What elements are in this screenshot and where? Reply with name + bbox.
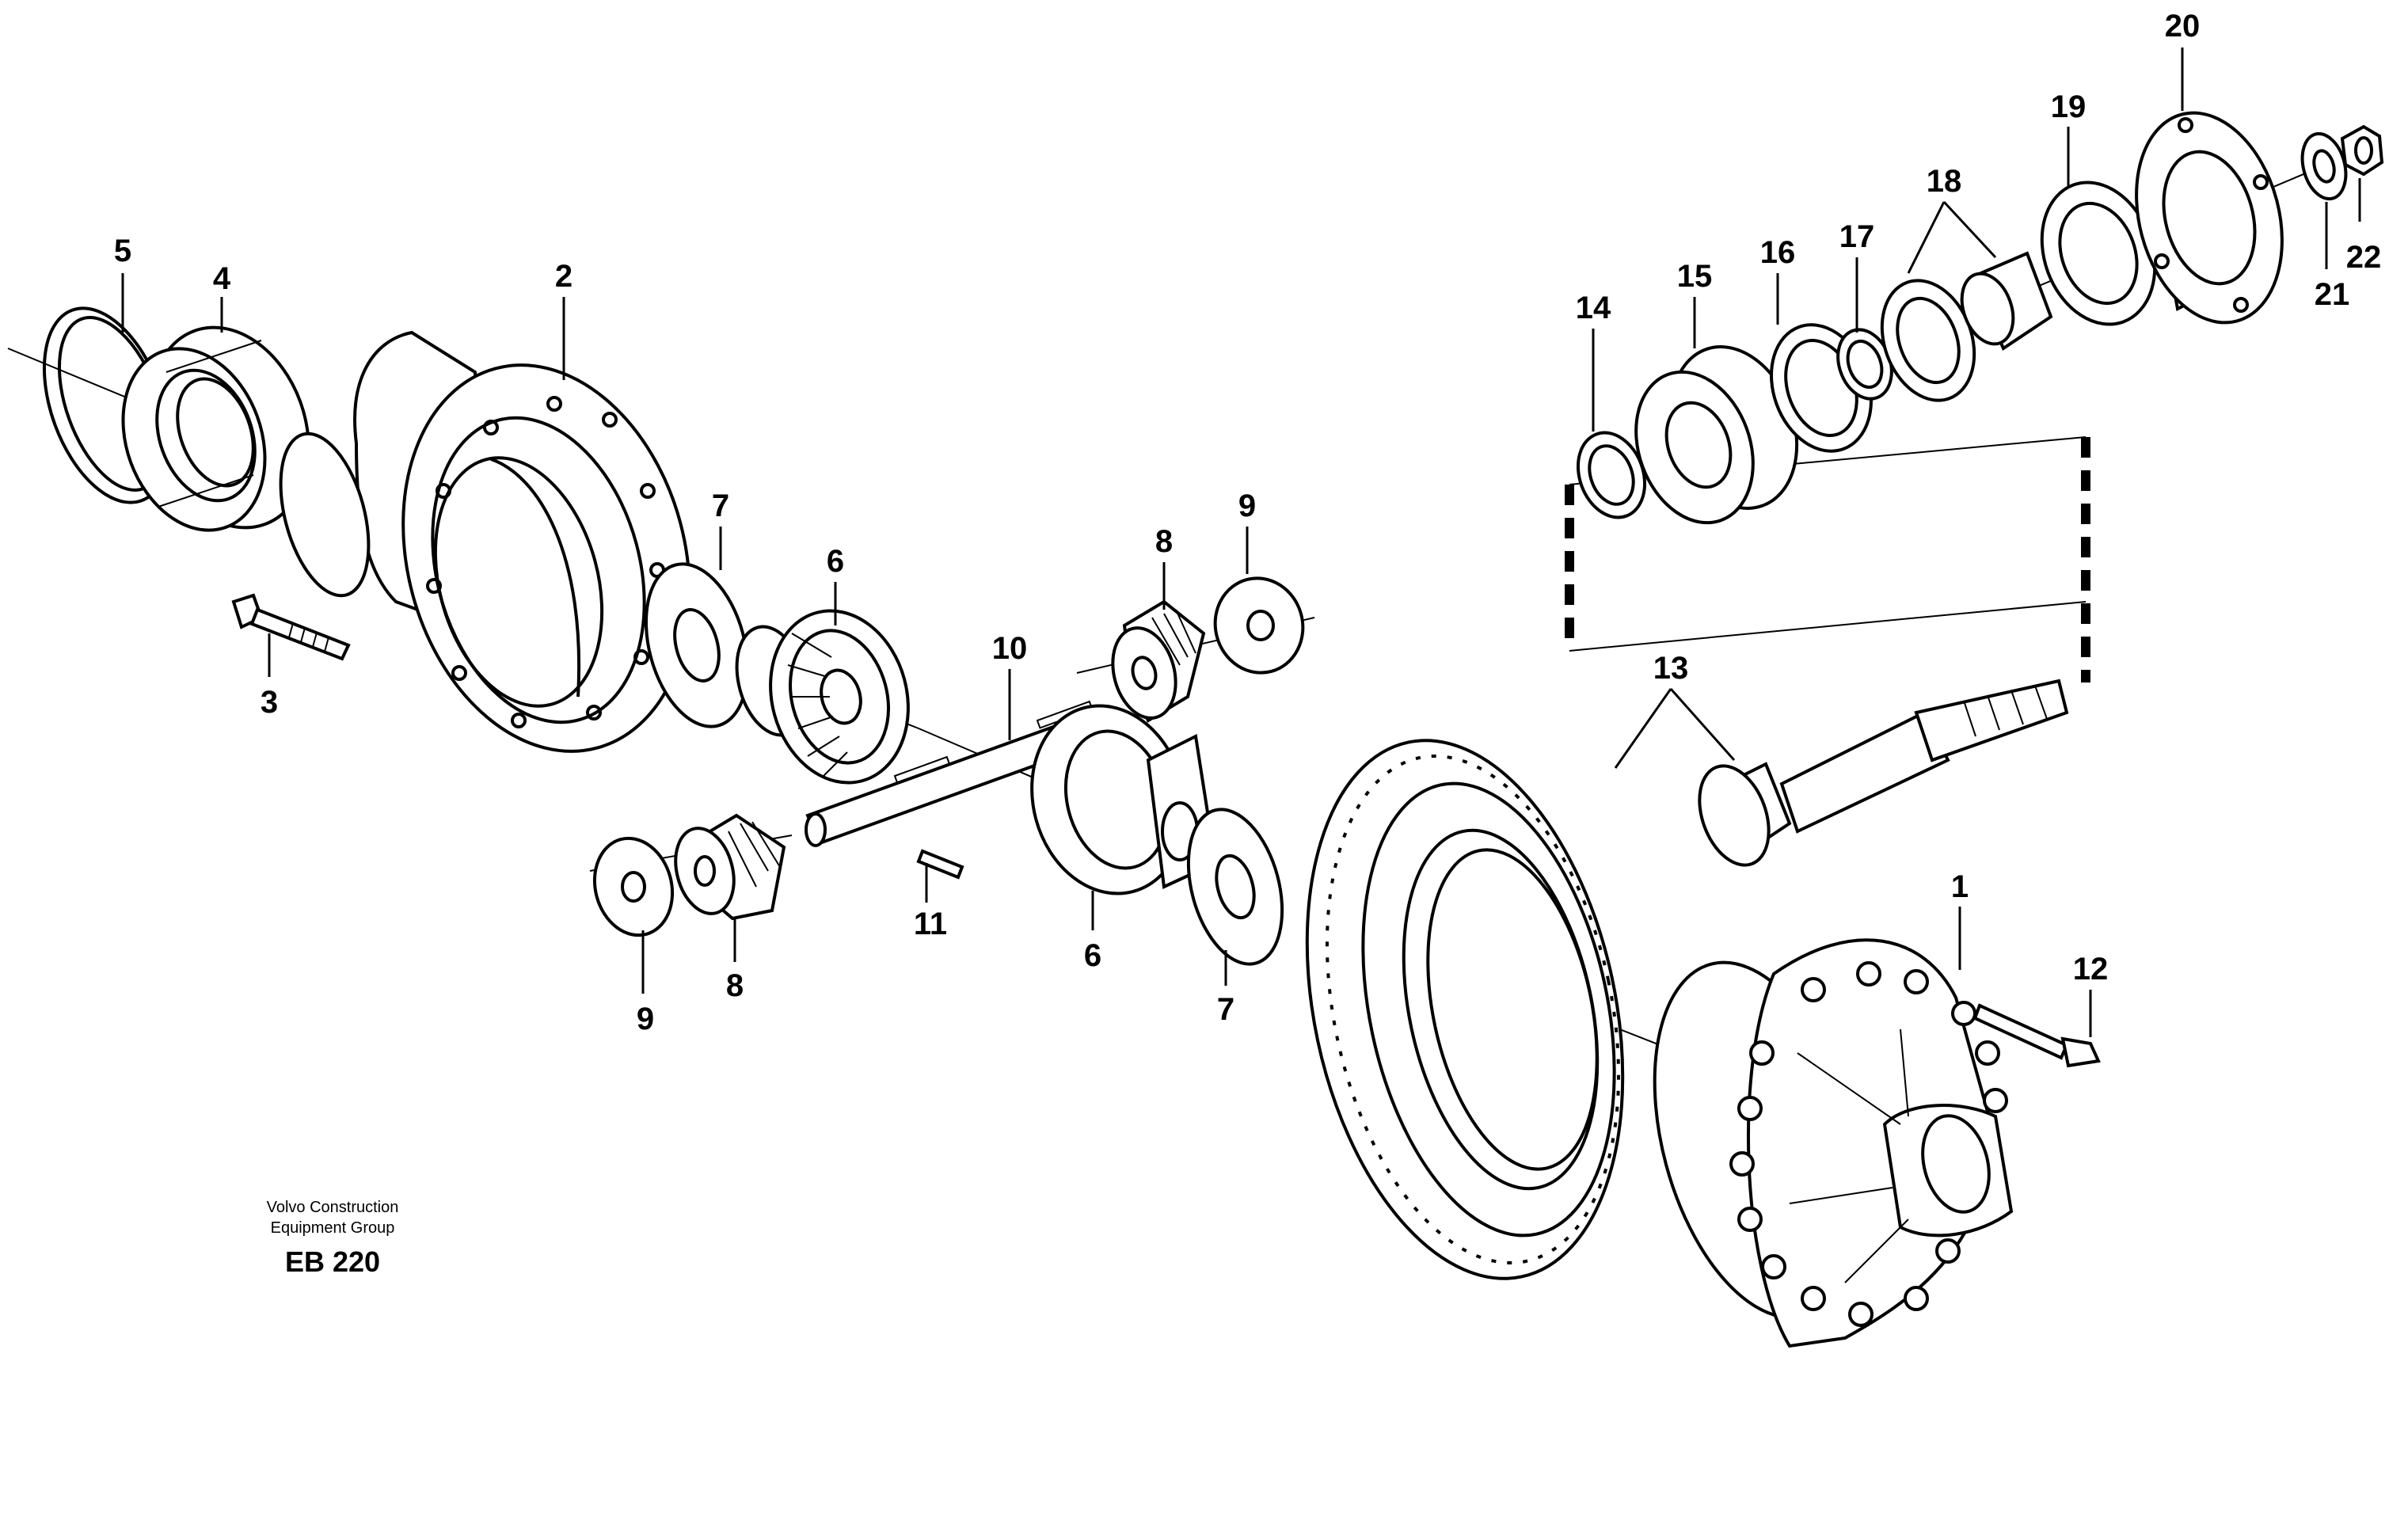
part-3-bolt	[231, 593, 351, 661]
callout-2: 2	[555, 259, 573, 294]
part-1-differential-case	[1653, 938, 2014, 1348]
part-20-companion-flange	[2135, 111, 2284, 325]
callout-9-lower: 9	[637, 1002, 654, 1036]
callout-18: 18	[1927, 164, 1962, 199]
callout-3: 3	[261, 685, 278, 720]
callout-10: 10	[992, 631, 1028, 666]
part-21-washer	[2300, 131, 2348, 201]
publisher-line-2: Equipment Group	[270, 1219, 395, 1237]
callout-12: 12	[2073, 952, 2109, 987]
callout-4: 4	[213, 261, 231, 296]
callout-22: 22	[2346, 240, 2382, 275]
callout-21: 21	[2315, 277, 2350, 312]
callout-8-lower: 8	[726, 968, 744, 1003]
part-7-thrust-washer-upper	[644, 562, 750, 728]
callout-6-upper: 6	[827, 544, 844, 579]
callout-7-upper: 7	[712, 489, 729, 523]
housing-bolt-holes	[426, 396, 665, 728]
part-8-pinion-gear-lower	[674, 813, 786, 921]
callout-14: 14	[1576, 291, 1611, 325]
part-7-thrust-washer-lower	[1186, 808, 1284, 966]
callout-8-upper: 8	[1155, 524, 1173, 559]
part-22-nut	[2340, 124, 2384, 177]
part-4-roller-bearing	[121, 325, 310, 532]
part-9-washer-lower	[592, 836, 675, 937]
callout-6-lower: 6	[1084, 938, 1101, 973]
part-12-bolt	[1972, 1003, 2101, 1068]
part-2-differential-housing	[279, 330, 691, 753]
publisher-line-1: Volvo Construction	[266, 1199, 399, 1216]
part-13-crown-wheel	[1305, 739, 1625, 1280]
callout-13: 13	[1653, 651, 1689, 686]
callout-17: 17	[1839, 219, 1875, 254]
diagram-code: EB 220	[284, 1245, 381, 1278]
callout-1: 1	[1951, 869, 1969, 904]
callout-16: 16	[1760, 235, 1796, 270]
part-19-bearing-cup	[2040, 181, 2157, 326]
callout-7-lower: 7	[1217, 992, 1234, 1027]
part-18-bearing	[1880, 251, 2053, 402]
callout-19: 19	[2051, 89, 2087, 124]
part-9-washer-upper	[1213, 576, 1305, 675]
callout-5: 5	[114, 234, 131, 268]
callout-15: 15	[1677, 259, 1713, 294]
callout-numbers: 5 4 2 3 7 6 8 9 10 11 9 8 6 7 1 12 13 14…	[114, 9, 2381, 1036]
case-bolt-heads	[1729, 961, 2008, 1327]
part-6-side-gear-lower	[1030, 704, 1218, 895]
part-15-bearing	[1634, 345, 1799, 525]
callout-11: 11	[914, 907, 947, 941]
callout-9-upper: 9	[1238, 489, 1256, 523]
part-11-pin	[916, 849, 964, 880]
callout-20: 20	[2165, 9, 2201, 44]
part-8-pinion-gear-upper	[1111, 599, 1206, 723]
part-6-side-gear-upper	[735, 609, 910, 785]
leader-lines	[121, 48, 2361, 1037]
publisher-block: Volvo Construction Equipment Group EB 22…	[230, 1197, 436, 1279]
part-13-drive-pinion	[1698, 679, 2069, 867]
